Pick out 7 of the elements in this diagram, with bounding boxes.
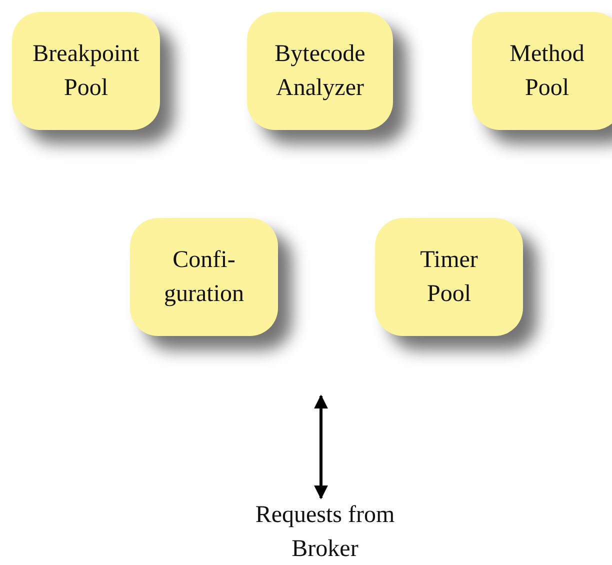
arrow <box>314 394 328 500</box>
process-box: Confi- guration <box>130 218 278 336</box>
process-box: Bytecode Analyzer <box>247 12 393 130</box>
process-box: Timer Pool <box>375 218 523 336</box>
process-box: Method Pool <box>472 12 612 130</box>
text-label: Requests from Broker <box>220 500 430 564</box>
process-box: Breakpoint Pool <box>12 12 160 130</box>
